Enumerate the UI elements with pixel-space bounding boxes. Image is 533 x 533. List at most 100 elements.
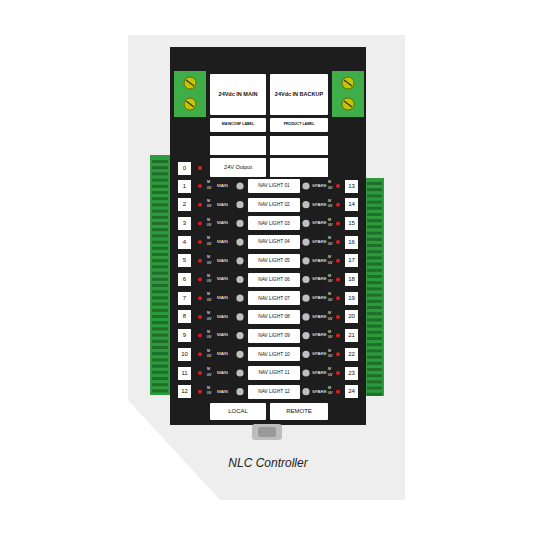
label-box: NAV LIGHT 08 bbox=[248, 310, 300, 324]
terminal-number: 20 bbox=[345, 310, 358, 323]
terminal-tooth bbox=[367, 374, 382, 377]
terminal-tooth bbox=[367, 306, 382, 309]
red-led bbox=[198, 221, 202, 225]
status-indicator bbox=[302, 313, 309, 320]
label-box: NAV LIGHT 04 bbox=[248, 235, 300, 249]
pin-name: M bbox=[328, 237, 331, 241]
terminal-tooth bbox=[152, 383, 168, 386]
terminal-tooth bbox=[152, 265, 168, 268]
box-text: MAINCONF LABEL bbox=[222, 123, 254, 127]
box-text: NAV LIGHT 03 bbox=[258, 221, 290, 226]
terminal-number: 22 bbox=[345, 348, 358, 361]
status-indicator bbox=[302, 239, 309, 246]
box-text: NAV LIGHT 08 bbox=[258, 314, 290, 319]
terminal-number: 12 bbox=[178, 385, 191, 398]
terminal-tooth bbox=[367, 281, 382, 284]
pin-name: 0V bbox=[328, 318, 332, 322]
right-terminal-strip bbox=[364, 178, 384, 396]
terminal-tooth bbox=[152, 321, 168, 324]
channel-name: SPARE bbox=[312, 390, 327, 394]
status-indicator bbox=[302, 276, 309, 283]
box-text: NAV LIGHT 09 bbox=[258, 333, 290, 338]
terminal-number: 6 bbox=[178, 273, 191, 286]
red-led bbox=[198, 240, 202, 244]
label-box: 24V Output bbox=[210, 158, 266, 177]
red-led bbox=[336, 315, 340, 319]
channel-name: MAIN bbox=[217, 240, 228, 244]
pin-name: 0V bbox=[328, 336, 332, 340]
box-text: NAV LIGHT 04 bbox=[258, 239, 290, 244]
channel-name: SPARE bbox=[312, 315, 327, 319]
pin-name: 0V bbox=[328, 392, 332, 396]
status-indicator bbox=[302, 201, 309, 208]
status-indicator bbox=[236, 295, 243, 302]
pin-name: 0V bbox=[207, 318, 211, 322]
pin-name: 0V bbox=[207, 187, 211, 191]
red-led bbox=[336, 184, 340, 188]
terminal-tooth bbox=[152, 309, 168, 312]
channel-name: SPARE bbox=[312, 352, 327, 356]
db-connector bbox=[252, 424, 282, 440]
pin-name: M bbox=[328, 200, 331, 204]
terminal-tooth bbox=[152, 216, 168, 219]
power-terminal-main bbox=[174, 71, 206, 117]
box-text: REMOTE bbox=[286, 408, 312, 415]
caption: NLC Controller bbox=[228, 456, 307, 470]
leds bbox=[198, 166, 340, 395]
status-indicator bbox=[236, 182, 243, 189]
pin-name: M bbox=[328, 219, 331, 223]
label-box: NAV LIGHT 11 bbox=[248, 366, 300, 380]
terminal-tooth bbox=[367, 213, 382, 216]
pin-name: M bbox=[328, 181, 331, 185]
terminal-number: 10 bbox=[178, 348, 191, 361]
pin-name: 0V bbox=[207, 299, 211, 303]
terminal-tooth bbox=[367, 225, 382, 228]
terminal-number: 19 bbox=[345, 292, 358, 305]
channel-name: MAIN bbox=[217, 296, 228, 300]
red-led bbox=[336, 352, 340, 356]
pin-name: M bbox=[328, 312, 331, 316]
status-indicator bbox=[302, 295, 309, 302]
pin-name: M bbox=[207, 350, 210, 354]
red-led bbox=[336, 240, 340, 244]
terminal-number: 3 bbox=[178, 217, 191, 230]
red-led bbox=[198, 278, 202, 282]
pin-name: 0V bbox=[328, 280, 332, 284]
pin-name: 0V bbox=[328, 205, 332, 209]
channel-name: MAIN bbox=[217, 390, 228, 394]
pin-name: 0V bbox=[207, 205, 211, 209]
terminal-number: 18 bbox=[345, 273, 358, 286]
terminal-tooth bbox=[152, 315, 168, 318]
terminal-tooth bbox=[152, 377, 168, 380]
pin-name: 0V bbox=[207, 355, 211, 359]
pin-name: M bbox=[207, 200, 210, 204]
label-box: NAV LIGHT 05 bbox=[248, 254, 300, 268]
terminal-number: 23 bbox=[345, 367, 358, 380]
db-connector-face bbox=[258, 427, 276, 437]
terminal-tooth bbox=[367, 238, 382, 241]
terminal-number: 17 bbox=[345, 254, 358, 267]
label-box: LOCAL bbox=[210, 403, 266, 420]
terminal-tooth bbox=[367, 232, 382, 235]
label-box: NAV LIGHT 09 bbox=[248, 329, 300, 343]
status-indicator bbox=[236, 351, 243, 358]
terminal-tooth bbox=[152, 185, 168, 188]
terminal-tooth bbox=[367, 318, 382, 321]
pin-name: 0V bbox=[328, 262, 332, 266]
label-box: 24Vdc IN MAIN bbox=[210, 74, 266, 115]
label-box: NAV LIGHT 10 bbox=[248, 347, 300, 361]
terminal-tooth bbox=[367, 331, 382, 334]
terminal-number: 11 bbox=[178, 367, 191, 380]
pin-name: 0V bbox=[207, 392, 211, 396]
terminal-number: 8 bbox=[178, 310, 191, 323]
terminal-tooth bbox=[367, 287, 382, 290]
left-terminal-strip bbox=[150, 155, 172, 395]
terminal-tooth bbox=[367, 356, 382, 359]
pin-name: M bbox=[207, 275, 210, 279]
box-text: NAV LIGHT 02 bbox=[258, 202, 290, 207]
terminal-tooth bbox=[152, 346, 168, 349]
label-box: NAV LIGHT 02 bbox=[248, 198, 300, 212]
pin-name: M bbox=[328, 331, 331, 335]
terminal-number: 5 bbox=[178, 254, 191, 267]
